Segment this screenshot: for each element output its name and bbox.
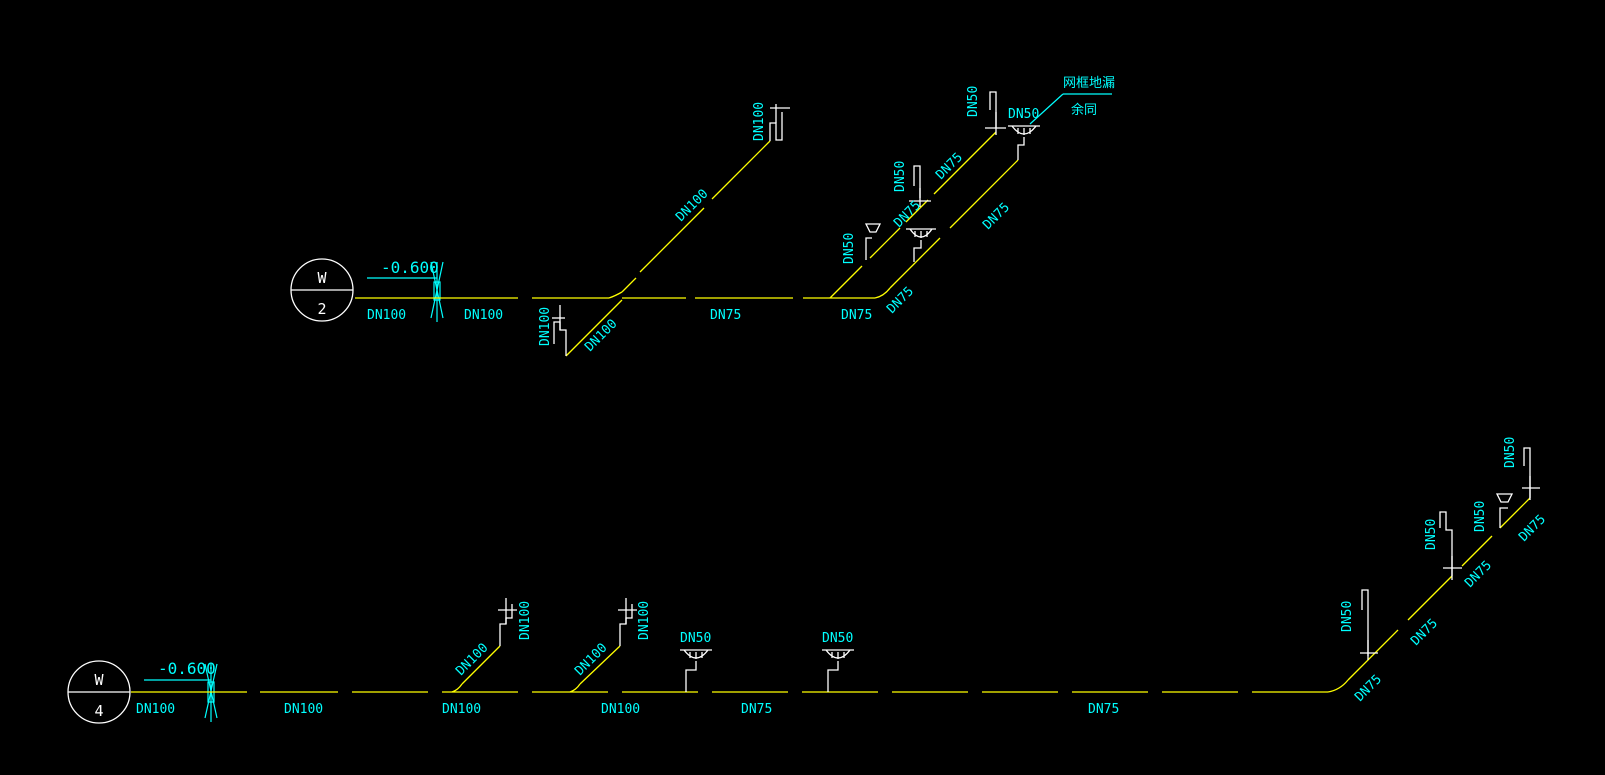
tag-letter: W: [317, 269, 327, 287]
pipe-label: DN50: [966, 86, 981, 117]
pipe-label: DN100: [518, 601, 533, 640]
note-leader: 网框地漏 余同: [1029, 75, 1115, 125]
pipe-label: DN75: [710, 308, 741, 323]
pipe-label: DN75: [841, 308, 872, 323]
trap-fixture-b4: [1522, 447, 1540, 500]
pipe-label: DN50: [1340, 601, 1355, 632]
pipe-label: DN75: [1352, 672, 1385, 705]
main-pipe-w4: [131, 679, 1349, 693]
pipe-label: DN50: [1008, 107, 1039, 122]
branch-dn100-b2: [569, 598, 637, 693]
pipe-label: DN75: [1408, 616, 1441, 649]
pipe-label: DN100: [136, 702, 175, 717]
pipe-label: DN75: [741, 702, 772, 717]
pipe-label: DN50: [842, 233, 857, 264]
pipe-label: DN50: [1473, 501, 1488, 532]
system-w2: W 2 -0.600: [290, 75, 1115, 357]
tag-number: 2: [317, 300, 326, 318]
trap-fixture-2: [864, 223, 882, 260]
branch-dn100-lower: [552, 299, 623, 357]
pipe-label: DN100: [464, 308, 503, 323]
elevation-label: -0.600: [158, 659, 216, 678]
branch-dn100-upper: [621, 104, 790, 293]
trap-fixture-1: [909, 165, 931, 207]
tag-number: 4: [94, 702, 103, 720]
pipe-label: DN75: [1462, 558, 1495, 591]
system-tag-w2: W 2: [290, 258, 354, 322]
tag-letter: W: [94, 671, 104, 689]
branch-dn100-b1: [451, 598, 517, 693]
pipe-label: DN100: [601, 702, 640, 717]
pipe-label: DN50: [680, 631, 711, 646]
floor-drain-1: [906, 228, 936, 262]
pipe-label: DN75: [980, 200, 1013, 233]
pipe-label: DN75: [891, 198, 924, 231]
pipe-label: DN100: [582, 317, 620, 355]
floor-drain-4: [822, 649, 854, 692]
elevation-marker-w2: -0.600: [367, 258, 444, 322]
pipe-label: DN100: [367, 308, 406, 323]
pipe-label: DN100: [538, 307, 553, 346]
pipe-label: DN50: [822, 631, 853, 646]
pipe-label: DN100: [442, 702, 481, 717]
note-line2: 余同: [1071, 102, 1097, 118]
system-tag-w4: W 4: [67, 660, 131, 724]
pipe-label: DN100: [637, 601, 652, 640]
trap-fixture-3: [985, 91, 1006, 135]
pipe-label: DN50: [1503, 437, 1518, 468]
pipe-label: DN75: [1516, 512, 1549, 545]
note-line1: 网框地漏: [1063, 75, 1115, 91]
main-pipe-w2: [355, 287, 891, 299]
trap-fixture-b2: [1439, 511, 1462, 580]
pipe-label: DN75: [1088, 702, 1119, 717]
floor-drain-2: [1008, 125, 1040, 160]
branch-right-group: [829, 91, 1040, 299]
riser-diagonal-right: [1347, 497, 1531, 681]
floor-drain-3: [680, 649, 712, 692]
elevation-label: -0.600: [381, 258, 439, 277]
system-w4: W 4 -0.600: [67, 437, 1549, 724]
pipe-label: DN50: [893, 161, 908, 192]
elevation-marker-w4: -0.600: [144, 659, 218, 722]
pipe-label: DN100: [284, 702, 323, 717]
pipe-label: DN100: [752, 102, 767, 141]
trap-fixture-b3: [1495, 493, 1514, 528]
pipe-label: DN50: [1424, 519, 1439, 550]
trap-fixture-b1: [1360, 589, 1378, 660]
